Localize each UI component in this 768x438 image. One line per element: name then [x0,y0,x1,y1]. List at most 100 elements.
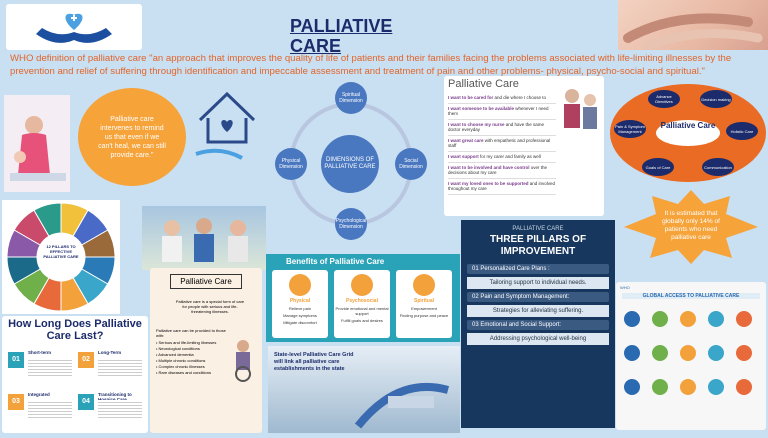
wish-rest: and die where I choose to [493,95,547,100]
wish-item: I want someone to be available whenever … [448,104,556,120]
info-card-heading: Palliative Care [170,274,242,289]
wish-bold: I want to choose my nurse [448,122,505,127]
condition-item: • Complex chronic illnesses [156,364,205,369]
wish-bold: I want to be involved and have control [448,165,530,170]
how-long-text-lines [28,400,72,420]
statistic-text: It is estimated that globally only 14% o… [662,210,720,241]
who-stat-circle [736,311,752,327]
wish-bold: I want to be cared for [448,95,494,100]
dimension-physical: Physical Dimension [275,148,307,180]
wish-bold: I want support [448,154,479,159]
who-definition-text: WHO definition of palliative care "an ap… [10,53,732,77]
pillars-title: THREE PILLARS OF IMPROVEMENT [489,234,587,257]
who-stat-circle [680,345,696,361]
care-quote-text: Palliative care intervenes to remind us … [98,115,166,159]
twelve-pillars-label: 12 PILLARS TO EFFECTIVE PALLIATIVE CARE [43,244,79,259]
pillar-label: 02 Pain and Symptom Management: [467,292,609,302]
wish-rest: and have the same doctor everyday [448,122,545,132]
home-care-icon [190,80,264,170]
how-long-item: 02 Long-Term [78,348,144,386]
oval-segment: Decision making [700,90,732,108]
oval-segment: Holistic Care [726,122,758,140]
who-logo: WHO [620,285,630,290]
pillar-sub: Addressing psychological well-being [467,333,609,345]
who-stat-circle [736,379,752,395]
how-long-num: 03 [8,394,24,410]
page-title: PALLIATIVE CARE [290,16,393,56]
who-stat-circle [680,311,696,327]
condition-item: • Serious and life-limiting illnesses [156,340,217,345]
benefit-line: Mitigate discomfort [283,320,317,325]
pillar-label: 03 Emotional and Social Support: [467,320,609,330]
wish-rest: with empathetic and professional staff [448,138,551,148]
dimensions-diagram: DIMENSIONS OF PALLIATIVE CARE Spiritual … [266,82,436,242]
holding-hands-photo [618,0,768,51]
how-long-item: 03 Integrated [8,390,74,428]
wish-bold: I want great care [448,138,484,143]
who-stat-circle [708,379,724,395]
how-long-text-lines [98,400,142,420]
benefit-icon [351,274,373,296]
benefit-line: Relieve pain [288,306,311,311]
wheel-hub [39,235,83,279]
wish-rest: over the decisions about my care [448,165,548,175]
benefits-title: Benefits of Palliative Care [286,257,385,266]
who-stat-circle [652,345,668,361]
who-stat-circle [736,345,752,361]
wish-item: I want my loved ones to be supported and… [448,179,556,195]
condition-item: • Rare diseases and conditions [156,370,211,375]
pillars-subtitle: PALLIATIVE CARE [512,226,564,232]
who-stat-circle [624,379,640,395]
wish-item: I want to choose my nurse and have the s… [448,120,556,136]
benefit-icon [413,274,435,296]
who-stat-circle [708,311,724,327]
how-long-title: How Long Does Palliative Care Last? [8,318,142,342]
wishes-list-heading: Palliative Care [448,78,519,90]
wheel-segment [81,229,116,258]
wish-rest: and involved throughout my care [448,181,556,191]
who-stat-circle [652,379,668,395]
benefit-line: Manage symptoms [283,313,317,318]
three-pillars-panel: PALLIATIVE CARE THREE PILLARS OF IMPROVE… [461,220,615,428]
pillar-sub: Tailoring support to individual needs. [467,277,609,289]
who-stat-circle [680,379,696,395]
elderly-patients-photo [142,206,266,270]
who-stat-circle [708,345,724,361]
how-long-label: Integrated [28,392,50,397]
wish-item: I want great care with empathetic and pr… [448,136,556,152]
pillar-sub: Strategies for alleviating suffering. [467,305,609,317]
oval-segment: Pain & Symptom Management [614,120,646,138]
condition-item: • Neurological conditions [156,346,200,351]
statistic-callout: It is estimated that globally only 14% o… [620,188,762,266]
wishes-list-card: Palliative Care I want to be cared for a… [444,76,604,216]
how-long-num: 04 [78,394,94,410]
how-long-label: Long-Term [98,350,122,355]
dimension-spiritual: Spiritual Dimension [335,82,367,114]
who-stat-circle [624,345,640,361]
oval-segment: Goals of Care [642,158,674,176]
hands-heart-logo [6,4,142,50]
benefit-title: Psychosocial [346,298,378,304]
palliative-care-info-card: Palliative Care Palliative care is a spe… [150,268,262,433]
twelve-pillars-wheel: 12 PILLARS TO EFFECTIVE PALLIATIVE CARE [2,200,120,314]
who-stat-circle [652,311,668,327]
benefit-line: Fulfill goals and desires [341,318,383,323]
care-quote-callout: Palliative care intervenes to remind us … [78,88,186,186]
how-long-text-lines [28,358,72,378]
wish-rest: whenever I need them [448,106,549,116]
how-long-num: 02 [78,352,94,368]
benefit-line: Finding purpose and peace [399,313,449,318]
benefit-title: Spiritual [413,298,434,304]
info-card-provided-to: Palliative care can be provided to those… [156,328,226,338]
condition-item: • Advanced dementia [156,352,194,357]
wish-item: I want to be cared for and die where I c… [448,93,556,104]
nurse-patient-illustration [4,95,70,192]
